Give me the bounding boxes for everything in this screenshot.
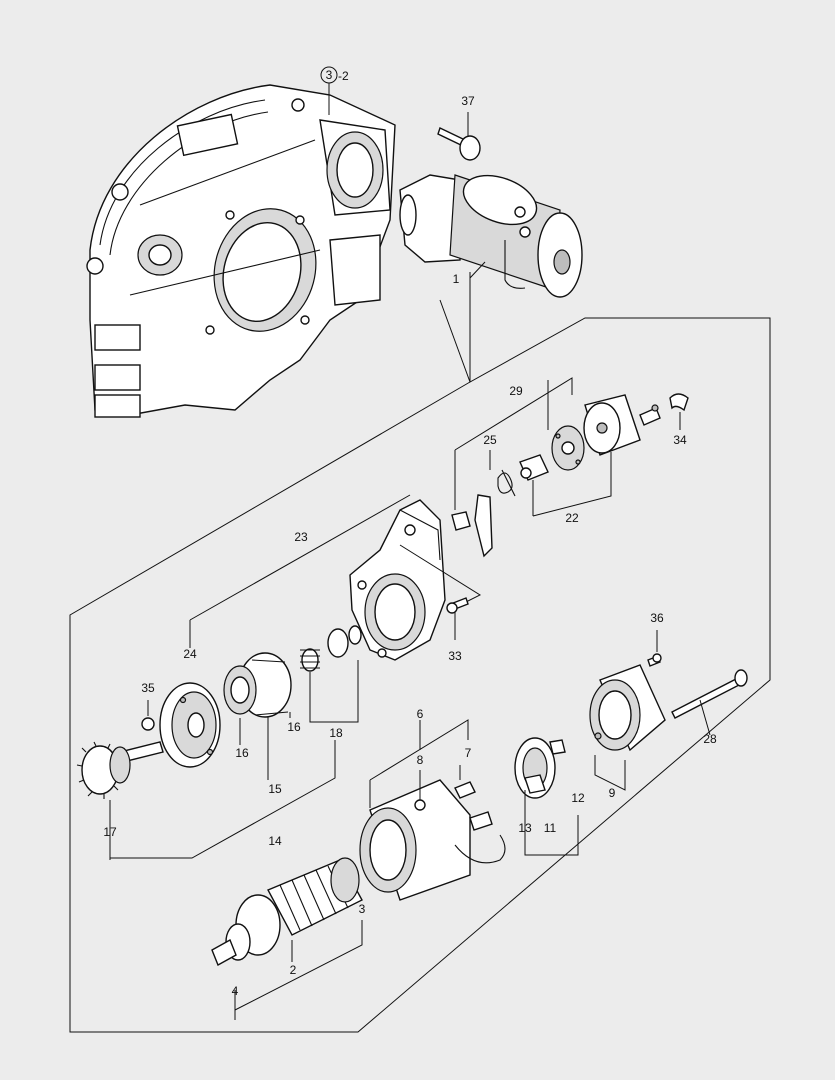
- pinion-gear-17: [76, 741, 164, 860]
- callout-4: 4: [232, 984, 239, 998]
- yoke-field-coil: [359, 719, 506, 901]
- callout-34: 34: [673, 433, 687, 447]
- callout-37: 37: [461, 94, 475, 108]
- callout-9: 9: [609, 786, 616, 800]
- callout-12: 12: [571, 791, 585, 805]
- callout-16-right: 16: [287, 720, 301, 734]
- callout-15: 15: [268, 782, 282, 796]
- brush-holder: [514, 737, 579, 856]
- through-bolt-28: [671, 669, 748, 736]
- callout-2: 2: [290, 963, 297, 977]
- callout-22: 22: [565, 511, 579, 525]
- solenoid-group: [451, 377, 689, 558]
- bolt-33: [446, 597, 469, 640]
- callout-labels: 37 1 29 25 34 22 23 24 33 36 35 16 16 18…: [103, 94, 717, 998]
- callout-3: 3: [359, 902, 366, 916]
- bolt-37: [437, 112, 481, 161]
- clutch-15: [223, 652, 292, 718]
- callout-28: 28: [703, 732, 717, 746]
- screw-35: [141, 700, 155, 731]
- callout-6: 6: [417, 707, 424, 721]
- armature: [211, 857, 363, 1020]
- callout-23: 23: [294, 530, 308, 544]
- spring-18: [300, 625, 362, 672]
- callout-7: 7: [465, 746, 472, 760]
- reference-circled-number: 3: [326, 68, 333, 82]
- callout-11: 11: [544, 821, 557, 835]
- reference-marker: 3 -2: [320, 66, 349, 115]
- callout-13: 13: [518, 821, 532, 835]
- callout-8: 8: [417, 753, 424, 767]
- callout-1: 1: [453, 272, 460, 286]
- callout-14: 14: [268, 834, 282, 848]
- screw-36: [647, 630, 662, 667]
- flywheel-housing: [86, 84, 396, 418]
- callout-17: 17: [103, 825, 117, 839]
- callout-33: 33: [448, 649, 462, 663]
- callout-24: 24: [183, 647, 197, 661]
- rear-cover: [589, 664, 666, 791]
- callout-16-left: 16: [235, 746, 249, 760]
- drive-end-housing: [189, 494, 482, 661]
- starter-motor-assembly: [399, 174, 583, 298]
- callout-25: 25: [483, 433, 497, 447]
- reference-suffix: -2: [338, 69, 349, 83]
- exploded-view-outline: [69, 272, 771, 1033]
- callout-29: 29: [509, 384, 523, 398]
- callout-36: 36: [650, 611, 664, 625]
- callout-35: 35: [141, 681, 155, 695]
- callout-18: 18: [329, 726, 343, 740]
- front-cover-plate: [159, 682, 221, 768]
